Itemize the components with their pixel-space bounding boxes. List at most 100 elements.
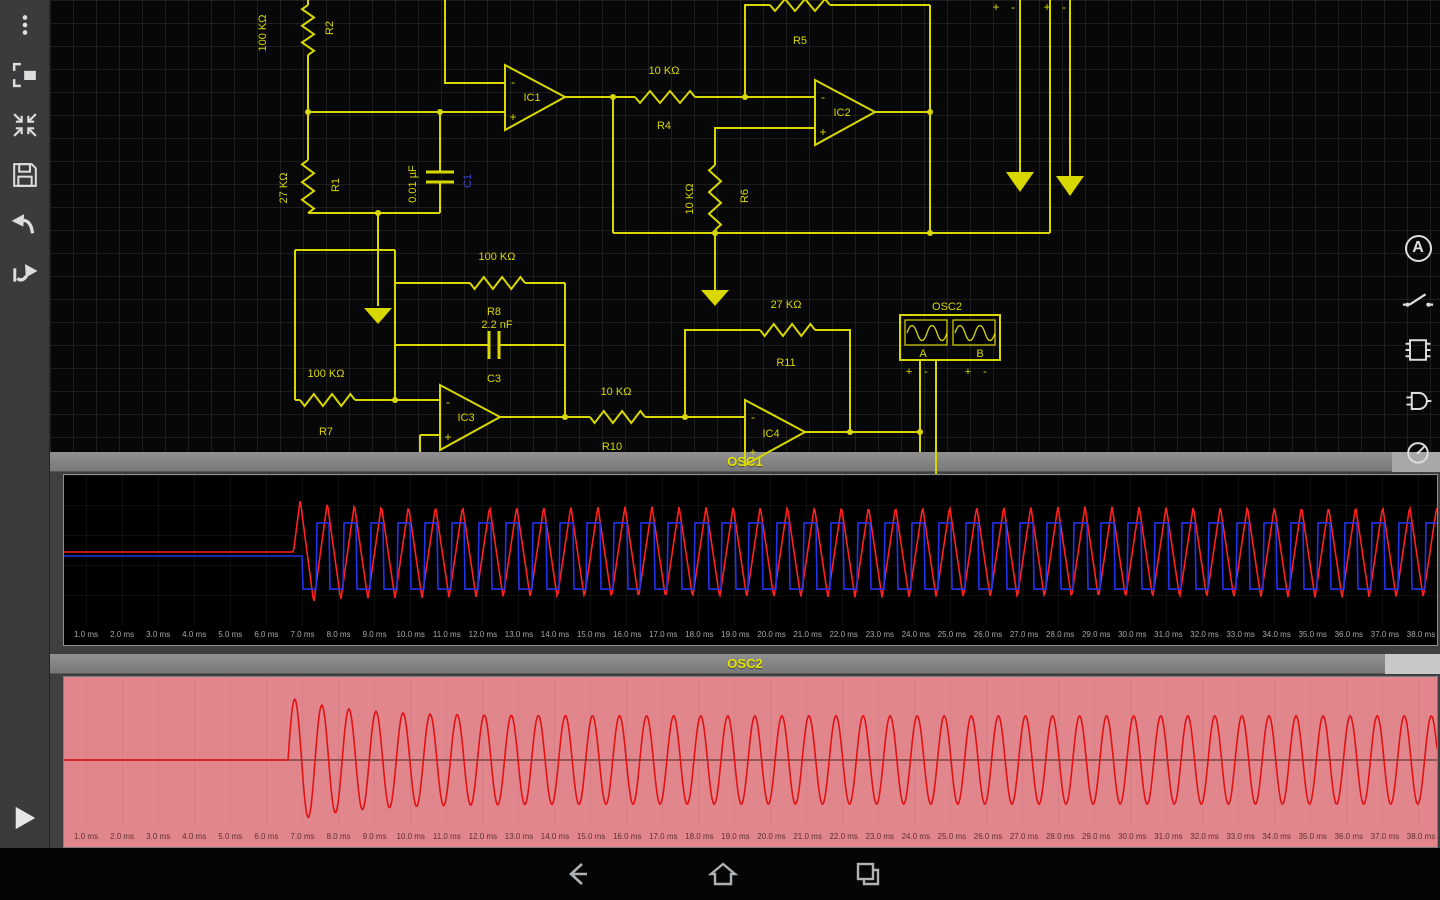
logic-gate-button[interactable] [1398,381,1438,421]
osc1-wave-area [64,475,1437,625]
time-tick-label: 36.0 ms [1334,630,1364,639]
time-tick-label: 35.0 ms [1298,630,1327,639]
undo-icon [11,214,35,234]
time-tick-label: 21.0 ms [793,630,822,639]
time-tick-label: 13.0 ms [504,832,534,841]
time-tick-label: 17.0 ms [649,832,678,841]
time-tick-label: 1.0 ms [73,832,99,841]
switch-button[interactable] [1398,279,1438,319]
time-tick-label: 36.0 ms [1334,832,1364,841]
home-icon[interactable] [707,859,739,889]
time-tick-label: 7.0 ms [290,832,315,841]
time-tick-label: 32.0 ms [1190,630,1219,639]
ic-chip-button[interactable] [1398,330,1438,370]
recents-icon[interactable] [852,859,884,889]
time-tick-label: 10.0 ms [396,832,425,841]
scope-trace-A [64,501,1437,602]
time-tick-label: 30.0 ms [1118,832,1147,841]
back-icon[interactable] [562,859,594,889]
time-tick-label: 14.0 ms [540,630,570,639]
osc2-title: OSC2 [727,656,763,671]
osc1-titlebar[interactable]: OSC1 [50,452,1440,472]
fit-screen-button[interactable] [0,50,50,100]
time-tick-label: 20.0 ms [757,832,786,841]
time-tick-label: 37.0 ms [1370,832,1400,841]
osc1-title: OSC1 [727,454,763,469]
time-tick-label: 16.0 ms [612,832,642,841]
time-tick-label: 15.0 ms [576,832,606,841]
time-tick-label: 29.0 ms [1081,832,1111,841]
time-tick-label: 20.0 ms [757,630,786,639]
time-tick-label: 5.0 ms [218,630,243,639]
save-icon [13,163,37,187]
time-tick-label: 37.0 ms [1370,630,1400,639]
time-tick-label: 38.0 ms [1406,832,1436,841]
time-tick-label: 28.0 ms [1045,832,1075,841]
time-tick-label: 10.0 ms [396,630,425,639]
scope-trace-A [64,698,1437,819]
time-tick-label: 19.0 ms [721,630,750,639]
save-button[interactable] [0,150,50,200]
time-tick-label: 26.0 ms [973,832,1003,841]
time-tick-label: 30.0 ms [1118,630,1147,639]
time-tick-label: 33.0 ms [1226,630,1255,639]
time-tick-label: 32.0 ms [1190,832,1219,841]
time-tick-label: 24.0 ms [901,630,931,639]
menu-button[interactable] [0,0,50,50]
play-button[interactable] [0,796,50,840]
ammeter-button[interactable]: A [1398,228,1438,268]
left-toolbar [0,0,50,848]
time-tick-label: 13.0 ms [504,630,534,639]
time-tick-label: 14.0 ms [540,832,570,841]
time-tick-label: 3.0 ms [146,630,171,639]
scope-trace-B [64,522,1437,590]
time-tick-label: 15.0 ms [576,630,606,639]
time-tick-label: 4.0 ms [182,832,207,841]
time-tick-label: 27.0 ms [1009,832,1039,841]
osc1-waveforms [64,501,1437,602]
schematic-canvas[interactable] [50,0,1440,452]
time-tick-label: 31.0 ms [1154,832,1183,841]
time-tick-label: 22.0 ms [829,832,858,841]
time-tick-label: 17.0 ms [649,630,678,639]
time-tick-label: 11.0 ms [432,630,461,639]
redo-button[interactable] [0,250,50,300]
time-tick-label: 38.0 ms [1406,630,1436,639]
time-tick-label: 9.0 ms [362,832,387,841]
osc2-resize-handle[interactable] [1385,654,1440,674]
redo-icon [13,264,38,282]
logic-gate-icon [1406,392,1432,410]
ic-chip-icon [1405,339,1431,361]
time-tick-label: 18.0 ms [685,630,714,639]
time-tick-label: 27.0 ms [1009,630,1039,639]
time-tick-label: 1.0 ms [73,630,99,639]
collapse-button[interactable] [0,100,50,150]
time-tick-label: 9.0 ms [362,630,387,639]
meter-button[interactable] [1398,432,1438,472]
android-navbar [0,848,1440,900]
undo-button[interactable] [0,200,50,250]
osc2-waveforms [64,698,1437,819]
time-tick-label: 8.0 ms [326,630,351,639]
time-tick-label: 33.0 ms [1226,832,1255,841]
time-tick-label: 25.0 ms [937,630,967,639]
ammeter-glyph: A [1412,239,1424,256]
time-tick-label: 3.0 ms [146,832,171,841]
fit-screen-icon [12,62,36,88]
time-tick-label: 29.0 ms [1081,630,1111,639]
time-tick-label: 23.0 ms [865,832,895,841]
osc2-wave-area [64,677,1437,827]
time-tick-label: 12.0 ms [468,832,498,841]
time-tick-label: 31.0 ms [1154,630,1183,639]
time-tick-label: 2.0 ms [110,630,135,639]
time-tick-label: 18.0 ms [685,832,714,841]
time-tick-label: 6.0 ms [254,630,279,639]
osc2-titlebar[interactable]: OSC2 [50,654,1440,674]
component-toolbar: A [1398,228,1438,472]
menu-icon [22,15,28,35]
